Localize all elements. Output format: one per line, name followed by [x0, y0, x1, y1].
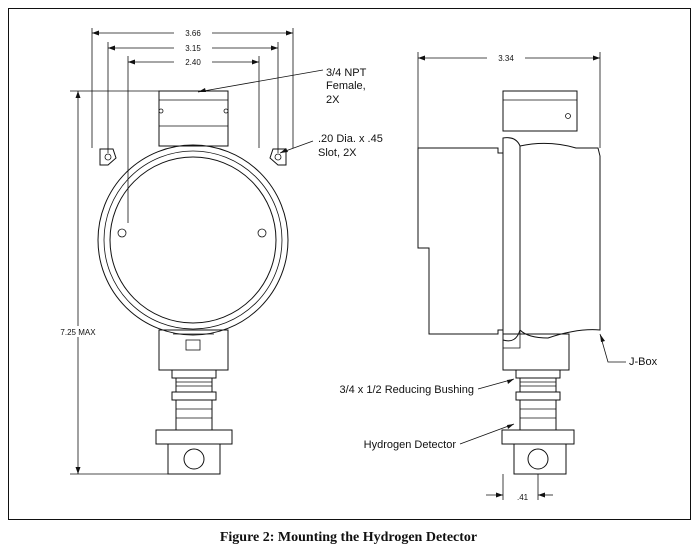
npt-leader [197, 69, 324, 93]
detector-callout: Hydrogen Detector [364, 439, 457, 451]
npt-callout-line3: 2X [326, 94, 340, 106]
front-cover-screw-right [257, 228, 267, 238]
slot-callout-line2: Slot, 2X [318, 147, 357, 159]
front-left-ear [99, 148, 117, 166]
detector-leader [459, 423, 515, 445]
front-cover [109, 156, 277, 324]
figure-caption: Figure 2: Mounting the Hydrogen Detector [219, 530, 478, 545]
dim-overall-width: 3.66 [185, 29, 201, 38]
jbox-leader [599, 333, 626, 363]
jbox-callout: J-Box [629, 356, 658, 368]
side-body [519, 142, 601, 339]
dim-slot-spacing: 3.15 [185, 44, 201, 53]
front-body-ring [103, 150, 283, 330]
front-cover-screw-left [117, 228, 127, 238]
mounting-diagram: 3.66 3.15 2.40 7.25 MAX 3/4 NPT Female, … [8, 8, 691, 520]
front-top-hub [158, 90, 229, 147]
front-body-outer [97, 144, 289, 336]
side-cover [417, 147, 504, 335]
dim-side-depth: 3.34 [498, 54, 514, 63]
dim-detector-offset: .41 [517, 493, 529, 502]
front-right-ear [269, 148, 287, 166]
figure-frame: 3.66 3.15 2.40 7.25 MAX 3/4 NPT Female, … [8, 8, 691, 520]
side-view: 3.34 .41 [417, 52, 626, 502]
npt-callout-line2: Female, [326, 80, 366, 92]
slot-callout-line1: .20 Dia. x .45 [318, 133, 383, 145]
side-detector-head [513, 443, 567, 475]
dim-overall-height: 7.25 MAX [60, 328, 96, 337]
npt-callout-line1: 3/4 NPT [326, 67, 367, 79]
dim-hub-width: 2.40 [185, 58, 201, 67]
bushing-callout: 3/4 x 1/2 Reducing Bushing [339, 384, 474, 396]
front-detector-head [167, 443, 221, 475]
front-view: 3.66 3.15 2.40 7.25 MAX [52, 27, 324, 475]
